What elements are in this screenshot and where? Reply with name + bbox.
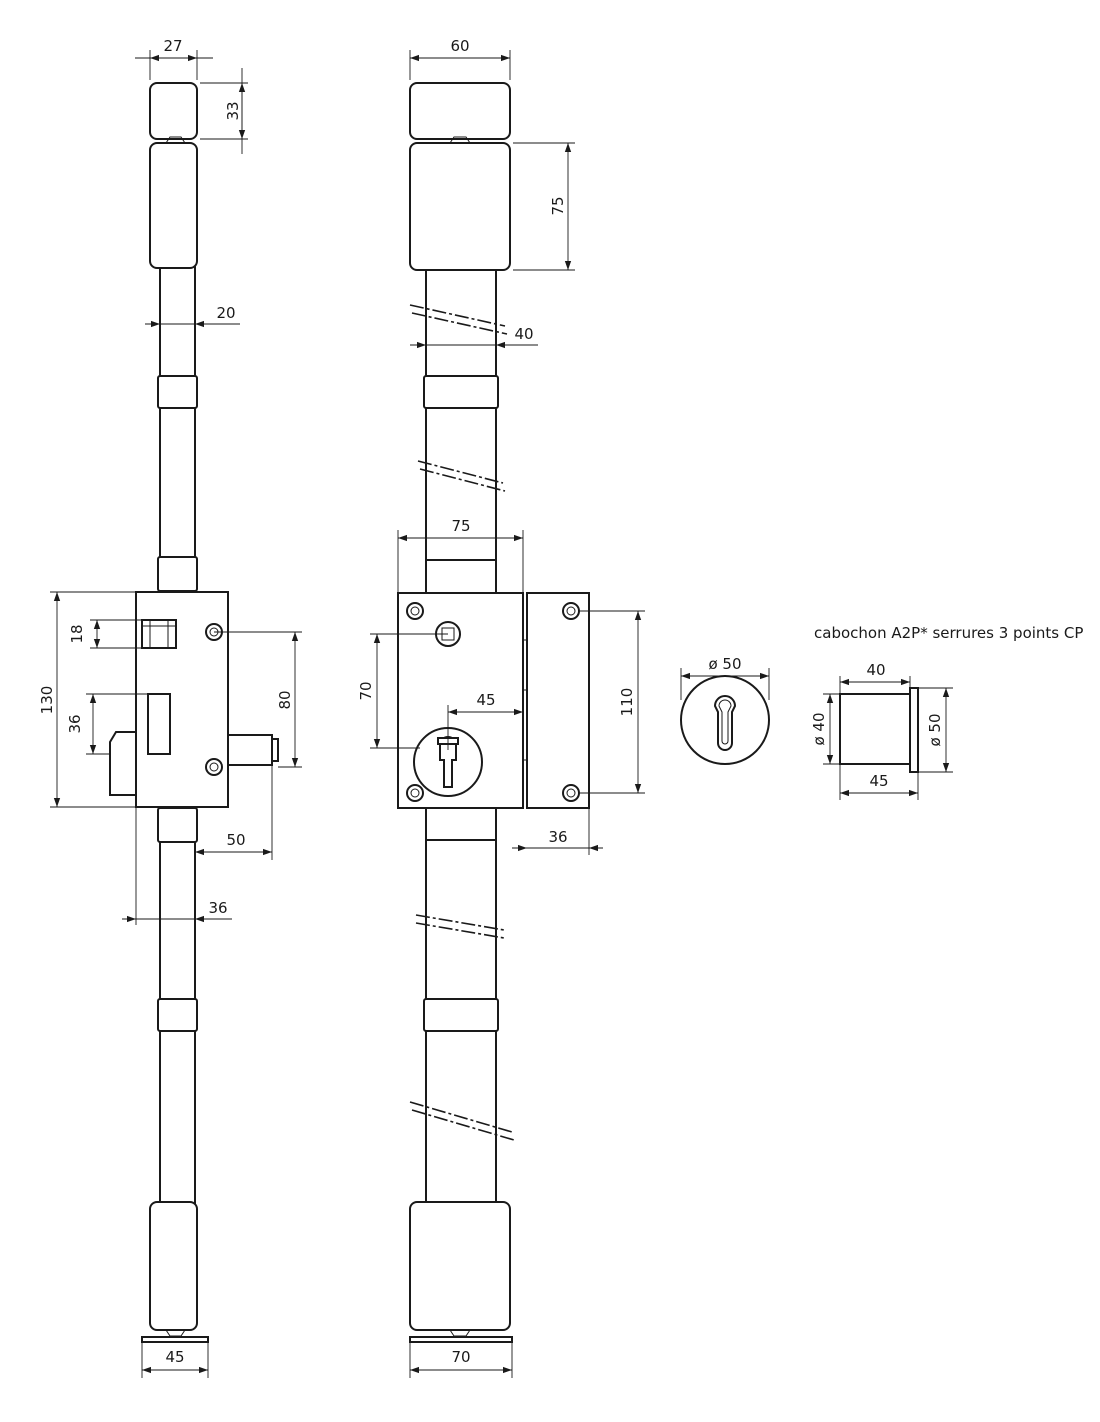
break-line xyxy=(417,460,504,484)
side-rod-collar-4 xyxy=(157,998,198,1032)
side-rod-upper xyxy=(159,264,196,596)
break-line xyxy=(409,304,506,327)
side-rod-collar-2 xyxy=(157,556,198,592)
front-top-guide xyxy=(409,142,511,271)
dim-front-keep-height: 110 xyxy=(618,688,636,717)
front-rod-collar-1 xyxy=(423,375,499,409)
side-bottom-guide xyxy=(149,1201,198,1331)
dim-side-top-height: 33 xyxy=(224,101,242,120)
side-top-cap xyxy=(149,82,198,140)
cabochon-view: cabochon A2P* serrures 3 points CP ø 40 … xyxy=(810,624,1083,800)
front-screw xyxy=(406,784,424,802)
dim-front-top-width: 60 xyxy=(450,37,469,55)
dim-front-top-height: 75 xyxy=(549,196,567,215)
side-bolt-throw xyxy=(109,731,137,796)
dim-cabochon-inner-diameter: ø 40 xyxy=(810,712,828,745)
dim-front-axis: 70 xyxy=(357,681,375,700)
front-view: 60 75 40 75 70 45 110 36 xyxy=(357,37,645,1378)
side-rod-collar-3 xyxy=(157,807,198,843)
front-screw xyxy=(406,602,424,620)
dim-front-keep-width: 36 xyxy=(548,828,567,846)
dim-side-depth: 36 xyxy=(208,899,227,917)
cabochon-caption: cabochon A2P* serrures 3 points CP xyxy=(814,624,1083,642)
break-line xyxy=(415,914,505,931)
cabochon-flange xyxy=(909,687,919,773)
front-rod-collar-3 xyxy=(425,559,497,594)
dim-side-top-width: 27 xyxy=(163,37,182,55)
dim-cabochon-length: 40 xyxy=(866,661,885,679)
break-line xyxy=(409,1101,513,1133)
side-screw-bottom xyxy=(205,758,223,776)
side-top-guide xyxy=(149,142,198,269)
dim-side-bolt-height: 36 xyxy=(66,714,84,733)
keyhole-icon xyxy=(713,695,737,751)
front-rod-collar-2 xyxy=(423,998,499,1032)
side-bolt-window xyxy=(147,693,171,755)
front-top-cap xyxy=(409,82,511,140)
dim-side-rod: 20 xyxy=(216,304,235,322)
dim-side-latch: 18 xyxy=(68,624,86,643)
dim-front-rod: 40 xyxy=(514,325,533,343)
dim-side-bolt-spacing: 80 xyxy=(276,690,294,709)
side-bottom-plate xyxy=(141,1336,209,1343)
rosette-view: ø 50 xyxy=(680,655,770,765)
dim-side-plate: 45 xyxy=(165,1348,184,1366)
dim-front-case-width: 75 xyxy=(451,517,470,535)
front-keep xyxy=(526,592,590,809)
dim-front-bottom-plate: 70 xyxy=(451,1348,470,1366)
side-latch xyxy=(141,619,177,649)
front-bottom-guide xyxy=(409,1201,511,1331)
dim-cabochon-depth: 45 xyxy=(869,772,888,790)
dim-front-cylinder-offset: 45 xyxy=(476,691,495,709)
cabochon-body xyxy=(839,693,911,765)
dim-side-bolt-projection: 50 xyxy=(226,831,245,849)
front-bottom-plate xyxy=(409,1336,513,1343)
side-view: 27 33 20 130 18 36 80 50 xyxy=(38,37,302,1378)
dim-side-case-height: 130 xyxy=(38,686,56,715)
dim-cabochon-outer-diameter: ø 50 xyxy=(926,713,944,746)
front-screw xyxy=(562,602,580,620)
front-screw xyxy=(562,784,580,802)
side-rod-collar-1 xyxy=(157,375,198,409)
front-rod-collar-4 xyxy=(425,807,497,841)
side-bolt-cylinder xyxy=(227,734,273,766)
dim-rosette-diameter: ø 50 xyxy=(708,655,741,673)
front-rod-upper xyxy=(425,264,497,566)
